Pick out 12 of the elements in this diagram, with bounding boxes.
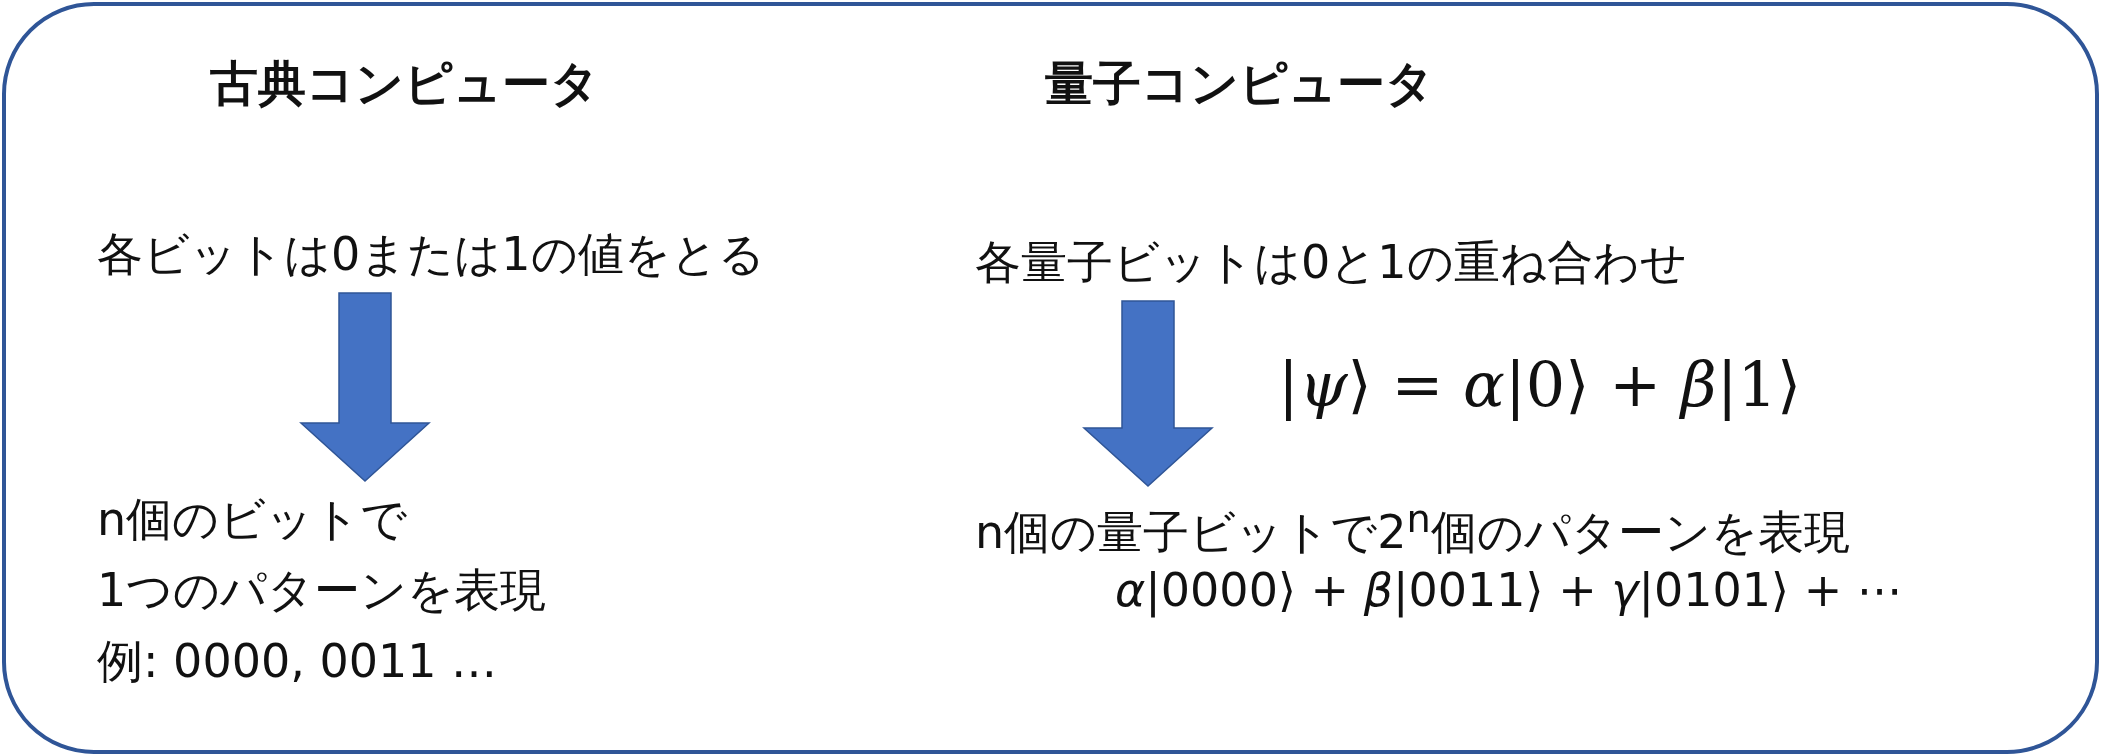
statement-text: 各量子ビットは0と1の重ね合わせ bbox=[975, 234, 1687, 291]
example-text: 例: 0000, 0011 … bbox=[97, 633, 498, 690]
example-text: 1つのパターンを表現 bbox=[97, 562, 547, 619]
statement-text: 各ビットは0または1の値をとる bbox=[97, 226, 765, 283]
example-text: α|0000⟩ + β|0011⟩ + γ|0101⟩ + ⋯ bbox=[1115, 562, 1903, 620]
heading: 量子コンピュータ bbox=[1045, 54, 1434, 113]
heading: 古典コンピュータ bbox=[210, 54, 599, 113]
statement-text: n個のビットで bbox=[97, 491, 408, 548]
arrow bbox=[299, 292, 431, 482]
arrow bbox=[1082, 300, 1214, 487]
statement-text: n個の量子ビットで2$^{n}$個のパターンを表現 bbox=[975, 495, 1850, 562]
formula: |ψ⟩ = α|0⟩ + β|1⟩ bbox=[1278, 347, 1802, 421]
